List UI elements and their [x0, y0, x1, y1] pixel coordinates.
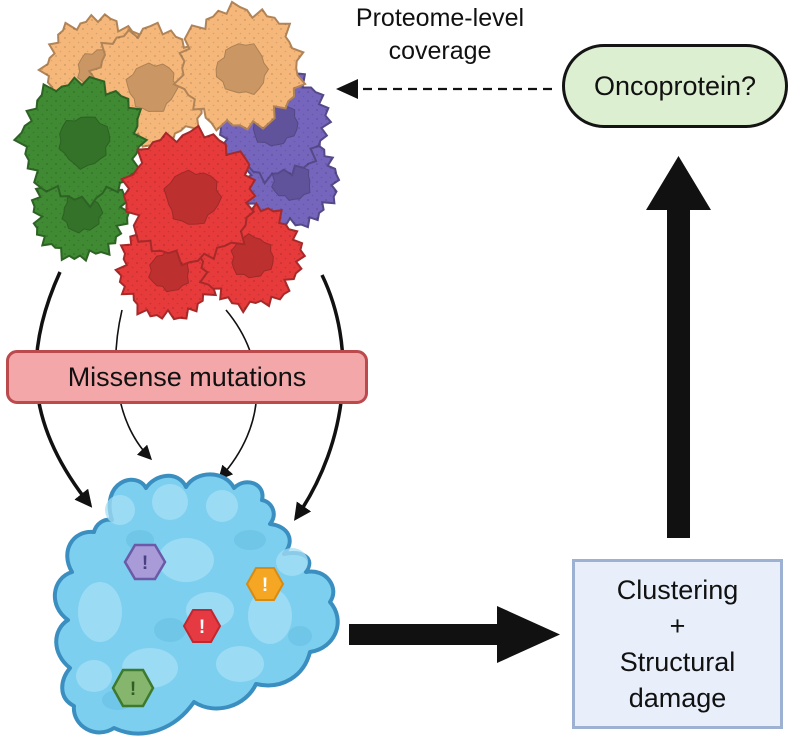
missense-mutations-node: Missense mutations [6, 350, 368, 404]
svg-text:!: ! [130, 679, 136, 700]
tumor-cell [172, 0, 307, 132]
missense-mutations-label: Missense mutations [67, 361, 307, 392]
clustering-line-3: Structural [619, 647, 736, 677]
clustering-line-2: + [669, 611, 686, 641]
tumor-cell [120, 124, 257, 267]
clustering-line-4: damage [628, 683, 727, 713]
tumor-cell [12, 75, 149, 209]
protein-structure-icon: ! ! ! ! [52, 472, 340, 736]
arrow-to-oncoprotein [646, 156, 711, 538]
exclamation-mark-icon: ! [245, 567, 285, 601]
svg-text:!: ! [199, 617, 205, 638]
proteome-coverage-line-2: coverage [388, 37, 492, 65]
oncoprotein-node: Oncoprotein? [562, 44, 788, 128]
clustering-node: Clustering + Structural damage [572, 559, 783, 729]
proteome-coverage-line-1: Proteome-level [355, 4, 525, 32]
clustering-line-1: Clustering [616, 575, 739, 605]
exclamation-mark-icon: ! [182, 609, 222, 643]
exclamation-mark-icon: ! [111, 668, 155, 708]
oncoprotein-label: Oncoprotein? [593, 70, 757, 101]
exclamation-mark-icon: ! [123, 543, 167, 581]
dashed-arrow [336, 79, 552, 99]
svg-text:!: ! [262, 575, 268, 596]
svg-text:!: ! [142, 553, 148, 574]
arrow-to-clustering [349, 606, 560, 663]
tumor-cell-cluster-icon [12, 0, 341, 321]
proteome-coverage-label: Proteome-level coverage [340, 2, 540, 68]
